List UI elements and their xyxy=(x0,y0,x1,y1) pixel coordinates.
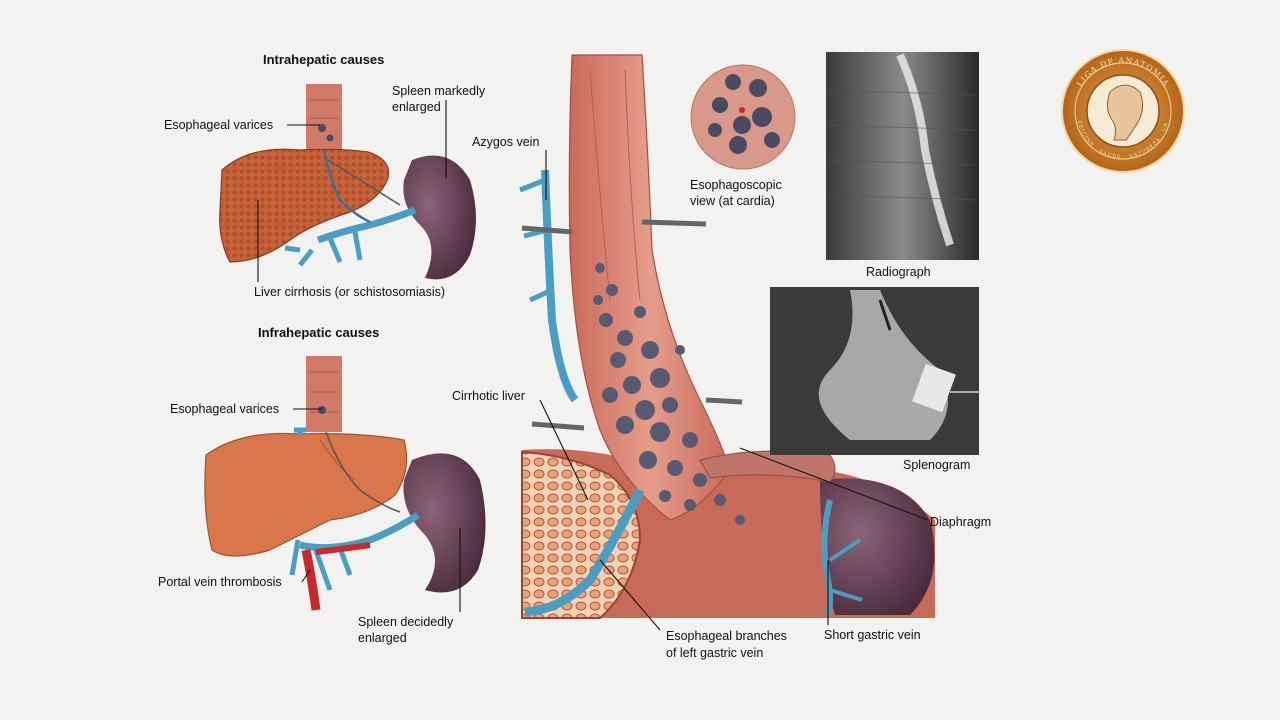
label-esophageal-varices-top: Esophageal varices xyxy=(164,118,273,132)
short-gastric-branches xyxy=(828,538,863,602)
esophagus-stub-lower xyxy=(306,356,342,432)
vein-stub xyxy=(294,427,306,436)
label-splenogram: Splenogram xyxy=(903,458,970,472)
label-spleen-decidedly: Spleen decidedly xyxy=(358,615,454,629)
portal-tributaries-bottom xyxy=(289,539,353,591)
splenogram-image xyxy=(770,287,979,455)
varices-cluster xyxy=(593,263,745,525)
label-esophageal-branches: Esophageal branches xyxy=(666,629,787,643)
head-icon xyxy=(1106,84,1144,141)
label-esophageal-branches-2: of left gastric vein xyxy=(666,646,763,660)
mucosa-folds xyxy=(589,69,641,301)
varix-small xyxy=(318,124,326,132)
radiograph-image xyxy=(826,52,979,260)
left-gastric-vein-branches xyxy=(524,487,645,617)
heading-intrahepatic: Intrahepatic causes xyxy=(263,52,384,67)
intrahepatic-illustration xyxy=(219,84,476,280)
liver-cirrhotic xyxy=(219,148,390,263)
liver-fissure xyxy=(319,439,356,481)
label-spleen-markedly: Spleen markedly xyxy=(392,84,486,98)
gastric-vein-top xyxy=(322,149,371,224)
spleen-enlarged-bottom xyxy=(403,453,486,593)
thrombus-branch xyxy=(315,542,371,555)
liver-cirrhotic-section xyxy=(521,450,642,619)
label-portal-vein-thrombosis: Portal vein thrombosis xyxy=(158,575,282,589)
label-short-gastric-vein: Short gastric vein xyxy=(824,628,921,642)
label-cirrhotic-liver: Cirrhotic liver xyxy=(452,389,525,403)
esophagus-stomach-illustration xyxy=(519,54,935,619)
label-azygos-vein: Azygos vein xyxy=(472,135,539,149)
splenic-vein-top xyxy=(316,206,417,244)
collateral-bottom xyxy=(325,431,401,513)
retractor-clamps xyxy=(521,219,743,431)
portal-vein-thrombus xyxy=(301,549,321,611)
esophagoscopic-view xyxy=(690,64,796,170)
label-radiograph: Radiograph xyxy=(866,265,931,279)
label-esophagoscopic-2: view (at cardia) xyxy=(690,194,775,208)
infrahepatic-illustration xyxy=(204,356,486,611)
splenic-vein-bottom xyxy=(299,512,420,552)
spleen-enlarged-top xyxy=(403,155,476,280)
spleen-center xyxy=(820,478,935,615)
esophagus-stub-upper xyxy=(306,84,342,150)
collateral-top xyxy=(327,159,401,206)
label-diaphragm: Diaphragm xyxy=(930,515,991,529)
label-esophagoscopic: Esophagoscopic xyxy=(690,178,782,192)
diaphragm-shape xyxy=(699,450,836,483)
varix-small xyxy=(326,134,334,142)
label-liver-cirrhosis: Liver cirrhosis (or schistosomiasis) xyxy=(254,285,445,299)
varix-small xyxy=(318,406,326,414)
leader-lines xyxy=(257,100,929,631)
label-spleen-markedly-2: enlarged xyxy=(392,100,441,114)
label-esophageal-varices-bottom: Esophageal varices xyxy=(170,402,279,416)
azygos-vein-vessel xyxy=(541,169,579,403)
esophagus-stub-rings xyxy=(310,99,338,119)
label-spleen-decidedly-2: enlarged xyxy=(358,631,407,645)
portal-tributaries-top xyxy=(284,231,363,267)
heading-infrahepatic: Infrahepatic causes xyxy=(258,325,379,340)
